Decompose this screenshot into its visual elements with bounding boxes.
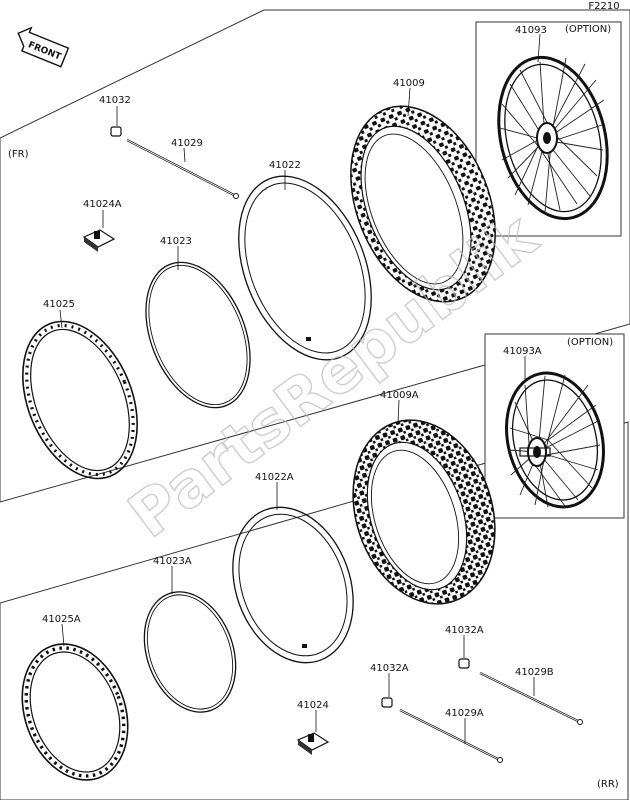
tool-rod-41029B: [479, 672, 583, 725]
part-label-41023A: 41023A: [153, 556, 192, 567]
leader-lines-rear: [61, 356, 535, 744]
rim-lock-front-41024A: [82, 229, 116, 252]
leader-lines-front: [59, 33, 541, 329]
front-section-frame: [0, 9, 630, 503]
part-label-41032A-1: 41032A: [445, 625, 484, 636]
option-label-front: (OPTION): [565, 24, 611, 35]
part-label-41032-front: 41032: [99, 95, 131, 106]
part-label-41029: 41029: [171, 138, 203, 149]
nut-rear-41032A-1: [458, 658, 470, 669]
diagram-code: F2210: [588, 1, 619, 12]
part-label-41023: 41023: [160, 236, 192, 247]
part-label-41022A: 41022A: [255, 472, 294, 483]
option-wheel-rear-41093A: [505, 371, 605, 509]
front-arrow-icon: FRONT: [17, 26, 70, 68]
nut-rear-41032A-2: [381, 697, 393, 708]
part-label-41093: 41093: [515, 25, 547, 36]
part-label-41029B: 41029B: [515, 667, 554, 678]
part-label-41009A: 41009A: [380, 390, 419, 401]
section-label-front: (FR): [8, 149, 29, 160]
part-label-41032A-2: 41032A: [370, 663, 409, 674]
part-label-41022: 41022: [269, 160, 301, 171]
nut-front-41032: [110, 126, 122, 137]
rim-lock-rear-41024: [296, 732, 330, 755]
tool-rod-41029: [126, 139, 239, 199]
part-label-41029A: 41029A: [445, 708, 484, 719]
tube-front-41022: [238, 175, 372, 361]
tire-rear-41009A: [352, 419, 496, 605]
part-label-41009: 41009: [393, 78, 425, 89]
rim-rear-41025A: [21, 643, 129, 781]
rim-band-front-41023: [145, 261, 251, 409]
tube-rear-41022A: [232, 506, 354, 664]
tool-rod-41029A: [399, 709, 503, 763]
part-label-41024: 41024: [297, 700, 329, 711]
section-label-rear: (RR): [597, 779, 619, 790]
option-label-rear: (OPTION): [567, 337, 613, 348]
option-wheel-front-41093: [497, 55, 609, 221]
rim-band-rear-41023A: [143, 591, 237, 713]
part-label-41093A: 41093A: [503, 346, 542, 357]
tire-front-41009: [350, 105, 496, 303]
part-label-41025: 41025: [43, 299, 75, 310]
rim-front-41025: [22, 320, 138, 480]
part-label-41024A: 41024A: [83, 199, 122, 210]
part-label-41025A: 41025A: [42, 614, 81, 625]
